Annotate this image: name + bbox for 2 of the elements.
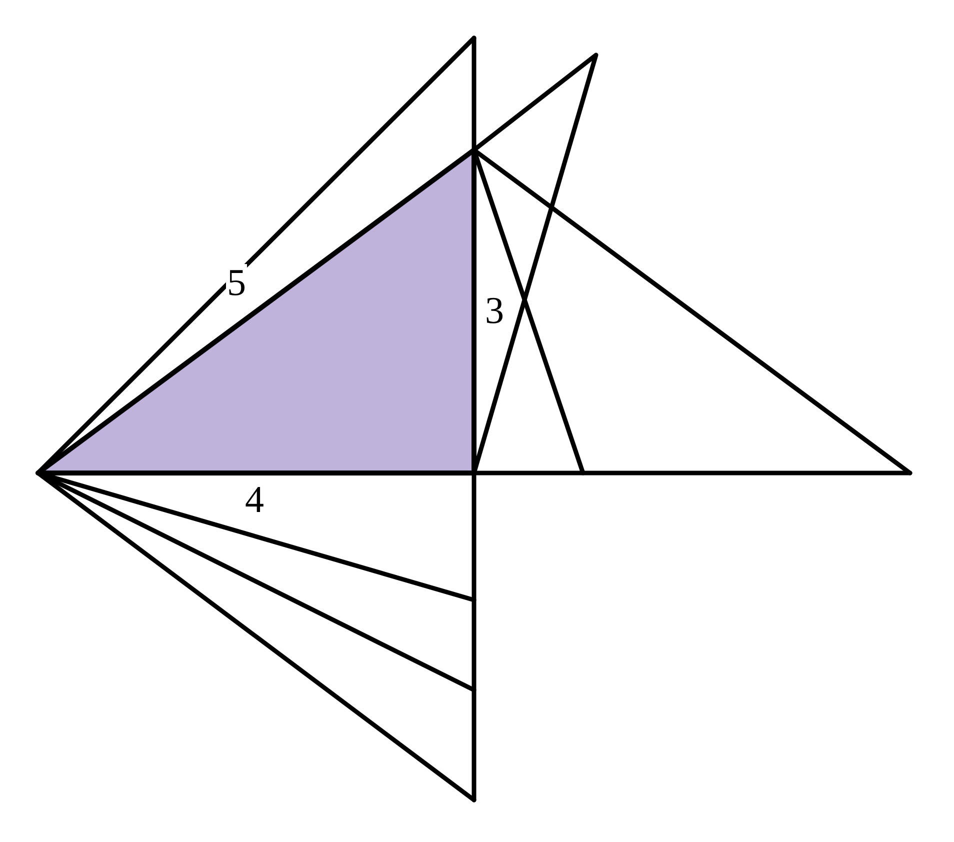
side-length-label: 3	[484, 292, 505, 330]
side-length-label: 4	[244, 481, 265, 519]
